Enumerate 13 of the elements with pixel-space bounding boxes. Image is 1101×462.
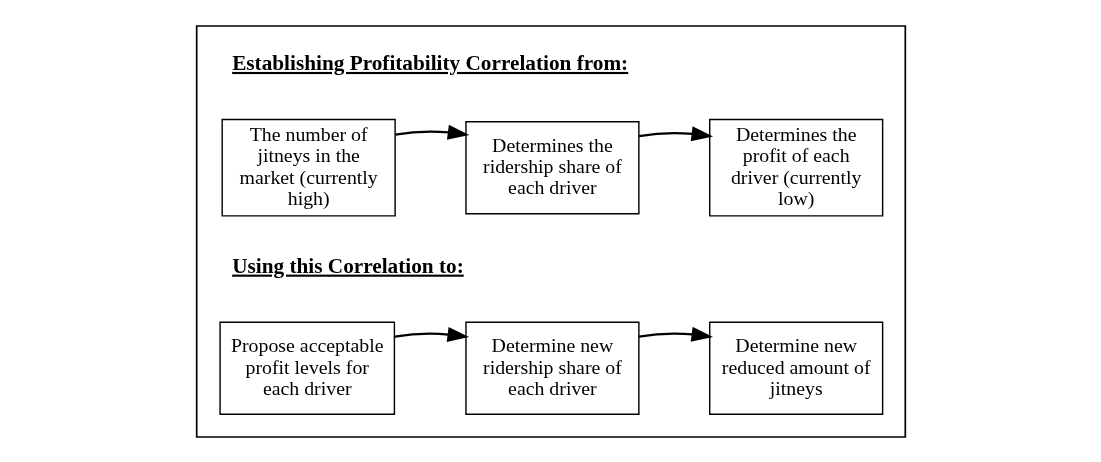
node-box: Determines the ridership share of each driver [464, 120, 640, 214]
arrow [638, 125, 713, 141]
arrow [394, 326, 469, 342]
node-box: Determine new reduced amount of jitneys [708, 321, 883, 415]
arrow [394, 124, 469, 140]
label: Using this Correlation to: [231, 253, 464, 278]
arrow [638, 326, 713, 342]
node-box: The number of jitneys in the market (currently high) [221, 118, 396, 217]
node-box: Determines the profit of each driver (currently low) [708, 118, 883, 217]
label: Establishing Profitability Correlation from: [231, 50, 628, 75]
node-box: Propose acceptable profit levels for each driver [218, 321, 395, 415]
cluster [195, 24, 906, 438]
node-box: Determine new ridership share of each driver [464, 321, 640, 415]
